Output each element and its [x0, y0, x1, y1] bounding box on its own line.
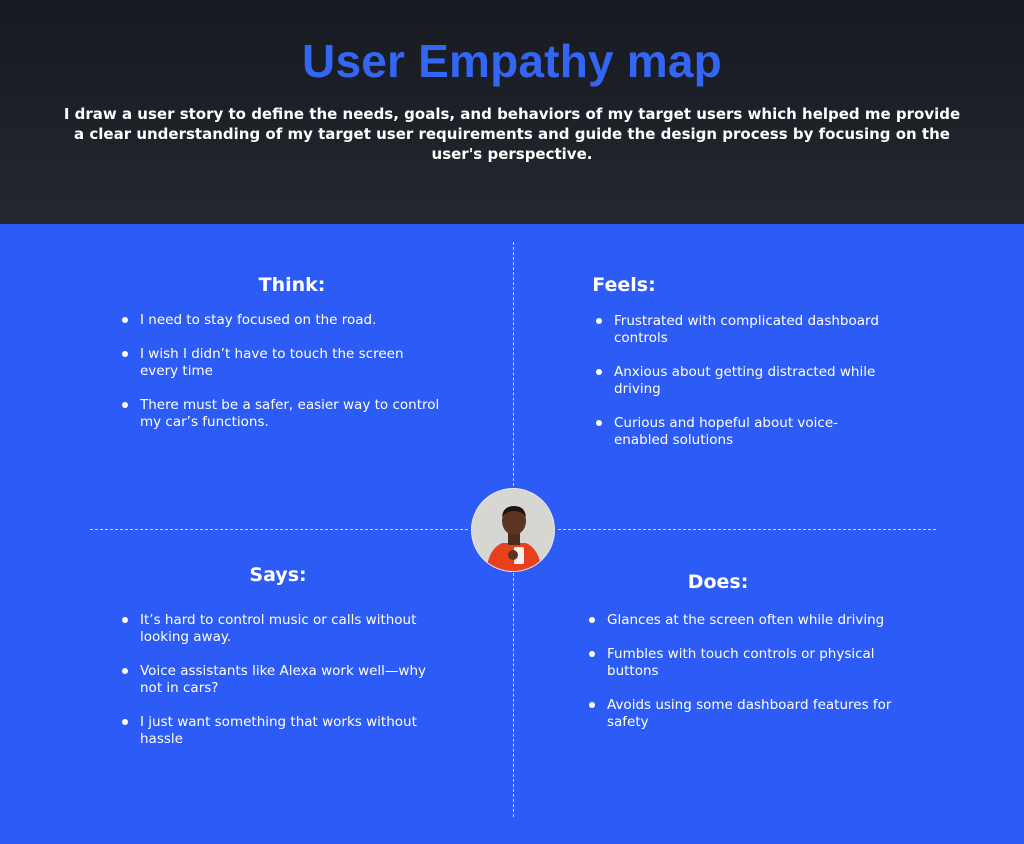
user-photo-icon [472, 489, 554, 571]
feels-heading: Feels: [592, 274, 656, 296]
list-item: I wish I didn’t have to touch the screen… [120, 346, 440, 380]
horizontal-divider-right [558, 529, 936, 530]
user-avatar [471, 488, 555, 572]
list-item: Curious and hopeful about voice-enabled … [594, 415, 884, 449]
page-title: User Empathy map [302, 35, 722, 87]
says-list: It’s hard to control music or calls with… [120, 612, 440, 765]
think-list: I need to stay focused on the road. I wi… [120, 312, 440, 448]
does-list: Glances at the screen often while drivin… [587, 612, 917, 748]
list-item: Anxious about getting distracted while d… [594, 364, 884, 398]
list-item: Fumbles with touch controls or physical … [587, 646, 917, 680]
list-item: I need to stay focused on the road. [120, 312, 440, 329]
list-item: Voice assistants like Alexa work well—wh… [120, 663, 440, 697]
think-heading: Think: [258, 274, 326, 296]
list-item: Avoids using some dashboard features for… [587, 697, 917, 731]
list-item: It’s hard to control music or calls with… [120, 612, 440, 646]
header-section: User Empathy map I draw a user story to … [0, 0, 1024, 224]
feels-list: Frustrated with complicated dashboard co… [594, 313, 884, 466]
list-item: There must be a safer, easier way to con… [120, 397, 440, 431]
does-heading: Does: [687, 571, 749, 593]
list-item: Frustrated with complicated dashboard co… [594, 313, 884, 347]
horizontal-divider-left [90, 529, 468, 530]
says-heading: Says: [249, 564, 307, 586]
list-item: Glances at the screen often while drivin… [587, 612, 917, 629]
list-item: I just want something that works without… [120, 714, 440, 748]
page-subtitle: I draw a user story to define the needs,… [63, 105, 961, 163]
